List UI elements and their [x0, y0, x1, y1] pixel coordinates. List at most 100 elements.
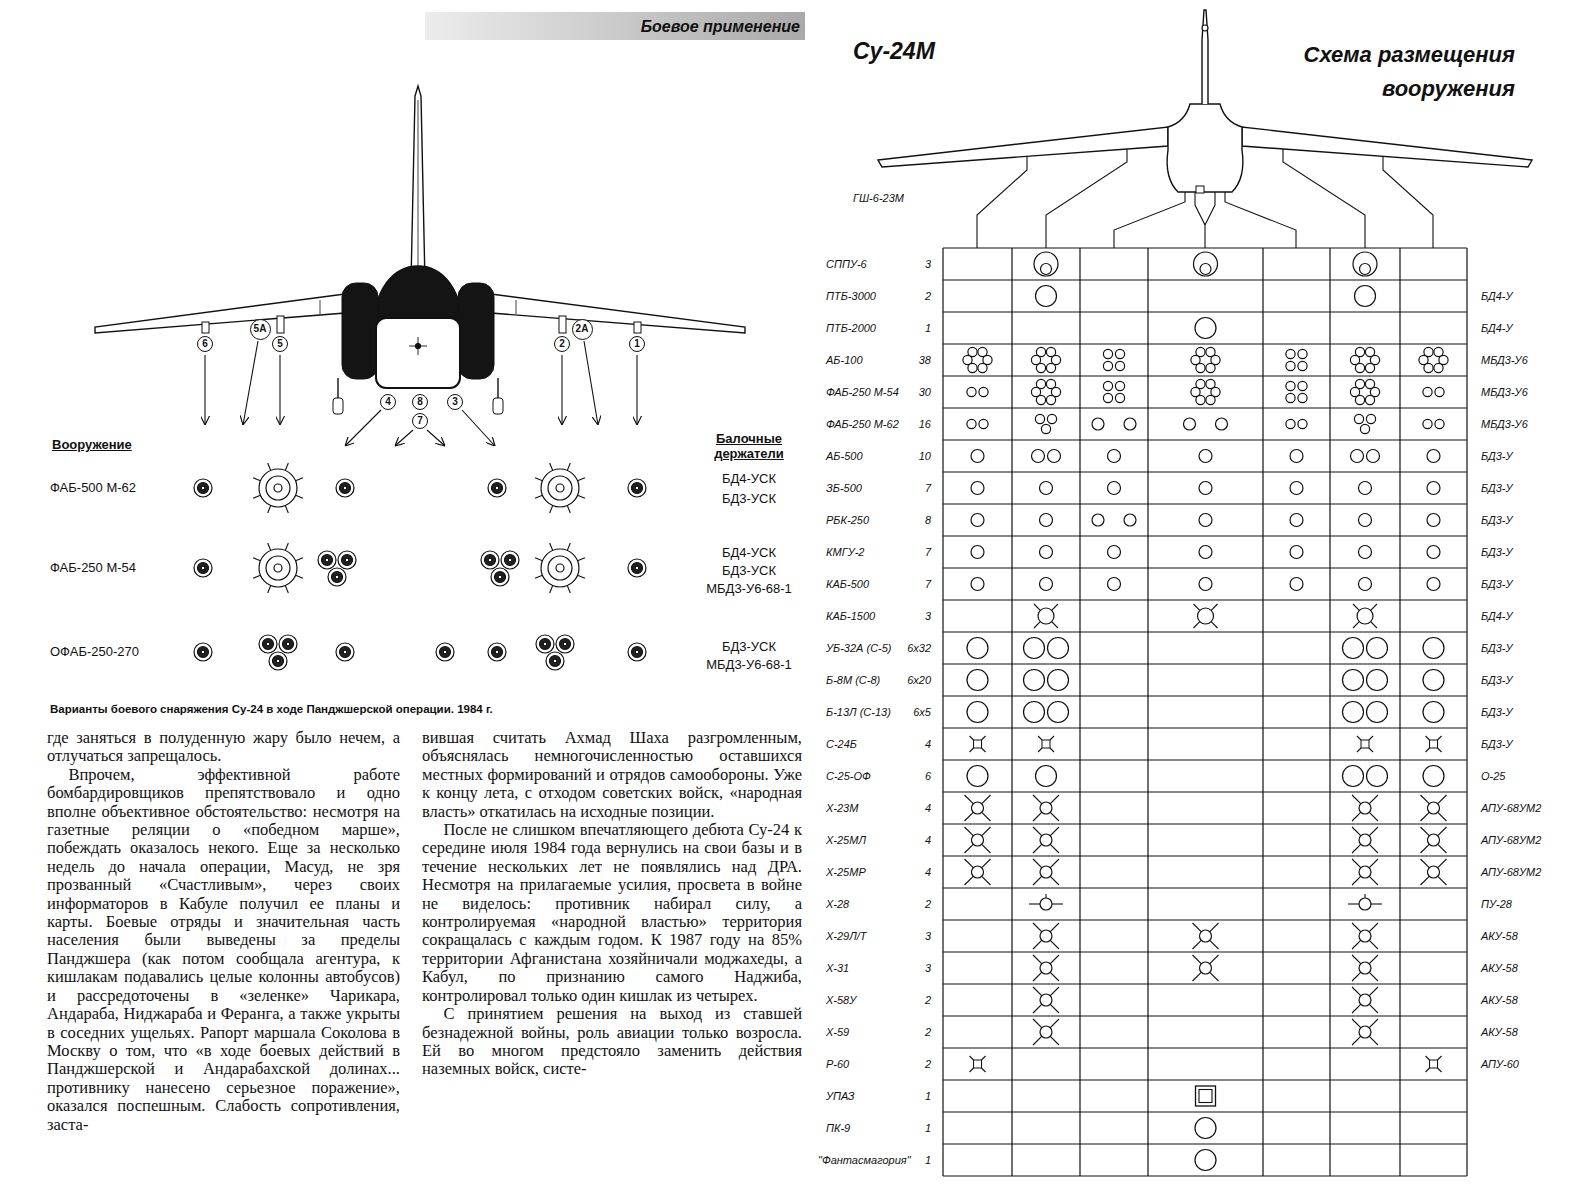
store-symbol: [1210, 972, 1219, 981]
store-symbol: [967, 638, 988, 659]
gun-name: ГШ-6-23М: [853, 191, 904, 205]
store-symbol: [1369, 923, 1378, 932]
store-symbol: [1040, 514, 1053, 527]
store-symbol: [982, 859, 991, 868]
store-symbol: [1290, 546, 1303, 559]
rack-name: МБД3-У6: [1481, 385, 1528, 399]
store-symbol: [1050, 923, 1059, 932]
bomb-symbol: [488, 558, 492, 562]
table-rule: [943, 727, 1467, 728]
weapon-name: КАБ-500: [826, 577, 869, 591]
store-symbol: [1108, 450, 1121, 463]
store-symbol: [1352, 1019, 1361, 1028]
bomb-symbol: [495, 650, 499, 654]
weapon-name: АБ-100: [826, 353, 863, 367]
bomb-fin: [550, 463, 553, 470]
store-symbol: [1371, 903, 1382, 904]
store-symbol: [1194, 622, 1200, 628]
store-symbol: [1036, 363, 1045, 372]
store-symbol: [1040, 962, 1052, 974]
bomb-symbol: [505, 555, 516, 566]
store-symbol: [1369, 1004, 1378, 1013]
bomb-symbol: [266, 642, 270, 646]
bomb-fin: [285, 506, 288, 513]
article-paragraph: вившая считать Ахмад Шаха разгромленным,…: [422, 729, 802, 821]
store-symbol: [965, 844, 974, 853]
callout-number: 3: [452, 396, 458, 408]
store-symbol: [1048, 702, 1069, 723]
store-symbol: [1435, 419, 1444, 428]
store-symbol: [1046, 395, 1055, 404]
store-symbol: [1438, 748, 1442, 752]
bomb-symbol: [338, 551, 356, 569]
bomb-symbol: [553, 659, 557, 663]
weapon-count: 2: [925, 1057, 931, 1071]
bomb-symbol: [328, 568, 346, 586]
section-header: Боевое применение: [430, 15, 800, 39]
pylon: [202, 322, 209, 333]
store-symbol: [1426, 736, 1430, 740]
store-symbol: [1033, 940, 1042, 949]
store-symbol: [1024, 702, 1045, 723]
store-symbol: [982, 736, 986, 740]
store-symbol: [1428, 866, 1440, 878]
store-symbol: [1033, 987, 1042, 996]
store-symbol: [1040, 930, 1052, 942]
store-symbol: [1115, 393, 1124, 402]
weapon-count: 16: [919, 417, 931, 431]
bomb-symbol: [628, 643, 646, 661]
store-symbol: [1371, 604, 1377, 610]
store-symbol: [1343, 638, 1364, 659]
store-symbol: [968, 363, 977, 372]
bomb-symbol: [556, 635, 574, 653]
store-symbol: [1352, 859, 1361, 868]
store-symbol: [1195, 1118, 1216, 1139]
weapon-name: Б-8М (С-8): [826, 673, 880, 687]
store-symbol: [1359, 546, 1372, 559]
article-paragraph: После не слишком впечатляющего дебюта Су…: [422, 821, 802, 1005]
pylon: [559, 316, 566, 333]
bomb-symbol: [550, 656, 561, 667]
rack-name: МБД3-У6-68-1: [688, 657, 810, 672]
station-callout: 6: [197, 336, 213, 352]
bomb-symbol: [543, 642, 547, 646]
weapon-count: 2: [925, 1025, 931, 1039]
bomb-fin: [296, 558, 303, 561]
callout-number: 7: [417, 415, 423, 427]
store-symbol: [965, 827, 974, 836]
store-symbol: [1423, 766, 1444, 787]
store-symbol: [1034, 604, 1040, 610]
store-symbol: [1357, 608, 1373, 624]
station-arrow: [561, 355, 562, 425]
station-arrow: [427, 430, 445, 446]
store-symbol: [1369, 955, 1378, 964]
store-symbol: [970, 748, 974, 752]
store-symbol: [1359, 930, 1371, 942]
store-symbol: [1298, 361, 1307, 370]
bomb-symbol: [548, 476, 572, 500]
store-symbol: [1124, 514, 1136, 526]
store-symbol: [1353, 604, 1359, 610]
store-symbol: [1369, 844, 1378, 853]
station-arrow: [204, 355, 205, 425]
bomb-symbol: [491, 568, 509, 586]
store-symbol: [1343, 702, 1364, 723]
store-symbol: [1353, 622, 1359, 628]
store-symbol: [1033, 812, 1042, 821]
bomb-symbol: [556, 564, 564, 572]
gun-port: [1196, 186, 1204, 193]
store-symbol: [1195, 1150, 1216, 1171]
weapon-count: 30: [919, 385, 931, 399]
bomb-symbol: [336, 479, 354, 497]
table-rule: [943, 471, 1467, 472]
store-symbol: [1290, 450, 1303, 463]
bomb-symbol: [632, 563, 643, 574]
store-symbol: [1050, 955, 1059, 964]
station-arrow: [636, 355, 637, 425]
table-rule: [943, 759, 1467, 760]
weapon-name: Х-23М: [826, 801, 858, 815]
station-arrow: [243, 341, 258, 425]
fin: [411, 86, 425, 282]
store-symbol: [1369, 859, 1378, 868]
rack-name: БД4-У: [1481, 321, 1512, 335]
